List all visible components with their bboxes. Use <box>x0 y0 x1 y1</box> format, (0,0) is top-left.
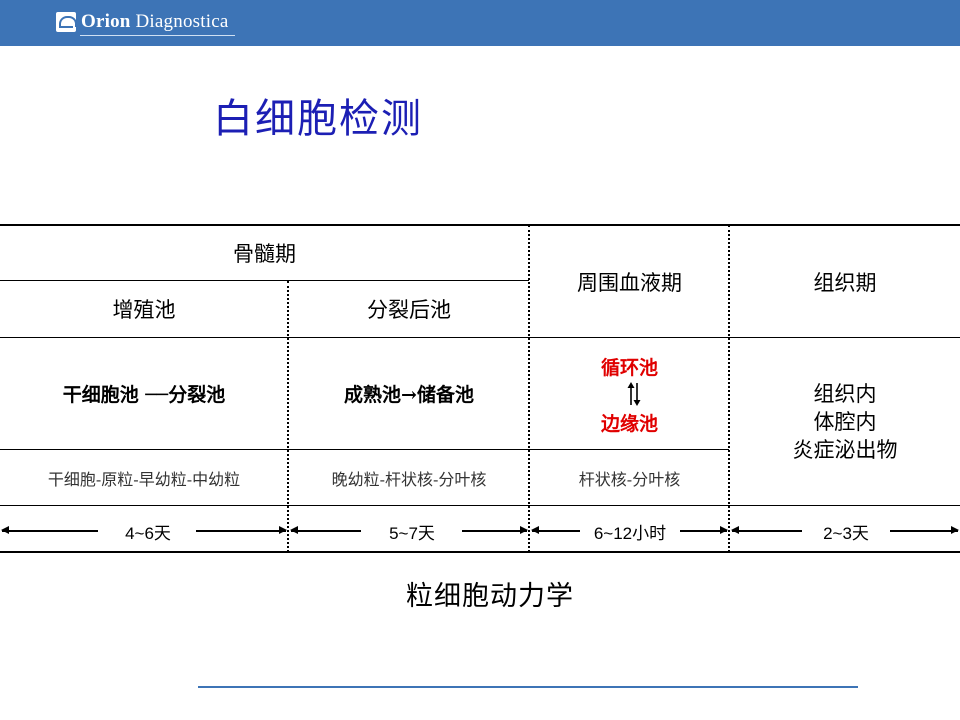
footer-rule <box>198 686 858 688</box>
duration-arrow <box>731 527 802 533</box>
tissue-site: 组织内 <box>813 381 877 406</box>
header-bar: Orion Diagnostica <box>0 0 960 46</box>
header-blood-phase: 周围血液期 <box>577 270 682 295</box>
stages-proliferation: 干细胞-原粒-早幼粒-中幼粒 <box>47 469 241 489</box>
brand-underline <box>80 35 235 36</box>
header-marrow-phase: 骨髓期 <box>233 242 296 266</box>
header-post-mitotic-pool: 分裂后池 <box>367 298 451 322</box>
duration-arrow <box>680 527 728 533</box>
marginal-pool: 边缘池 <box>600 412 658 435</box>
mature-storage-pools: 成熟池→储备池 <box>344 384 474 406</box>
tissue-sites: 组织内 体腔内 炎症泌出物 <box>730 338 960 505</box>
column-divider <box>728 225 730 552</box>
stages-post-mitotic: 晚幼粒-杆状核-分叶核 <box>331 469 487 489</box>
duration-arrow <box>462 527 528 533</box>
duration-row: 4~6天 5~7天 6~12小时 2~3天 <box>0 518 960 544</box>
exchange-arrows-icon <box>627 382 641 406</box>
table-top-border <box>0 224 960 226</box>
row-rule <box>0 280 529 281</box>
slide-title: 白细胞检测 <box>213 96 423 142</box>
duration-arrow <box>1 527 98 533</box>
brand-name: Orion Diagnostica <box>81 11 229 32</box>
duration-label: 6~12小时 <box>593 523 667 543</box>
duration-label: 4~6天 <box>125 523 171 543</box>
duration-label: 5~7天 <box>389 523 435 543</box>
header-tissue-phase: 组织期 <box>813 270 877 295</box>
tissue-site: 体腔内 <box>813 409 877 434</box>
row-rule <box>0 449 729 450</box>
row-rule <box>0 505 960 506</box>
duration-arrow <box>196 527 287 533</box>
circulating-pool: 循环池 <box>600 356 658 379</box>
duration-label: 2~3天 <box>823 523 869 543</box>
column-divider <box>287 281 289 552</box>
stages-blood: 杆状核-分叶核 <box>578 469 681 489</box>
tissue-site: 炎症泌出物 <box>792 437 898 462</box>
logo-icon <box>56 12 77 32</box>
row-rule <box>0 337 960 338</box>
figure-caption: 粒细胞动力学 <box>406 581 574 612</box>
duration-arrow <box>290 527 361 533</box>
duration-arrow <box>890 527 959 533</box>
duration-arrow <box>531 527 580 533</box>
stem-mitotic-pools: 干细胞池 ──分裂池 <box>62 384 226 406</box>
brand-logo: Orion Diagnostica <box>56 8 228 36</box>
table-bottom-border <box>0 551 960 553</box>
column-divider <box>528 225 530 552</box>
header-proliferation-pool: 增殖池 <box>112 298 176 322</box>
